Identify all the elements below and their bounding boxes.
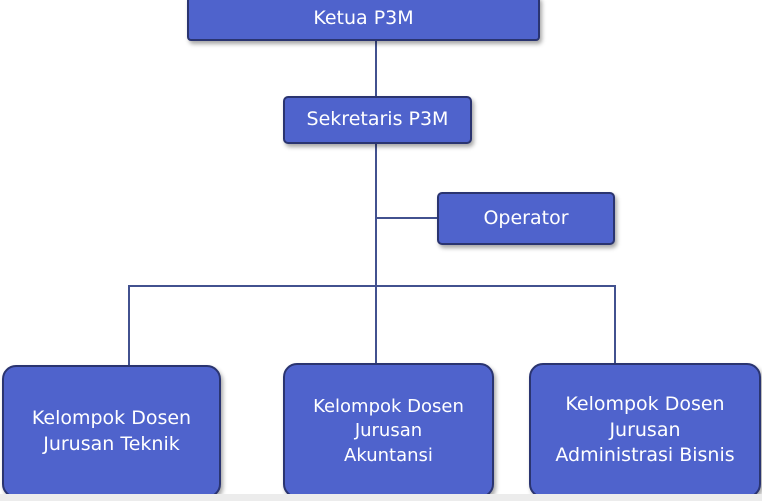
bottom-border-strip [0, 494, 762, 501]
connector-ketua-sekretaris [375, 40, 377, 96]
node-ketua-label: Ketua P3M [313, 6, 414, 29]
node-kelompok-akuntansi-label: Kelompok Dosen Jurusan Akuntansi [313, 396, 464, 466]
connector-operator-branch [377, 217, 439, 219]
connector-horizontal-bus [128, 285, 616, 287]
connector-drop-bisnis [614, 285, 616, 366]
node-kelompok-akuntansi[interactable]: Kelompok Dosen Jurusan Akuntansi [283, 363, 494, 498]
node-kelompok-teknik[interactable]: Kelompok Dosen Jurusan Teknik [2, 365, 221, 498]
node-kelompok-teknik-label: Kelompok Dosen Jurusan Teknik [31, 406, 192, 455]
node-operator[interactable]: Operator [437, 192, 615, 245]
node-sekretaris-p3m[interactable]: Sekretaris P3M [283, 96, 472, 144]
node-ketua-p3m[interactable]: Ketua P3M [187, 0, 540, 41]
node-kelompok-bisnis[interactable]: Kelompok Dosen Jurusan Administrasi Bisn… [529, 363, 761, 498]
node-operator-label: Operator [483, 206, 569, 229]
connector-sekretaris-trunk [375, 143, 377, 366]
connector-drop-teknik [128, 285, 130, 366]
node-kelompok-bisnis-label: Kelompok Dosen Jurusan Administrasi Bisn… [555, 393, 735, 467]
node-sekretaris-label: Sekretaris P3M [306, 108, 449, 131]
